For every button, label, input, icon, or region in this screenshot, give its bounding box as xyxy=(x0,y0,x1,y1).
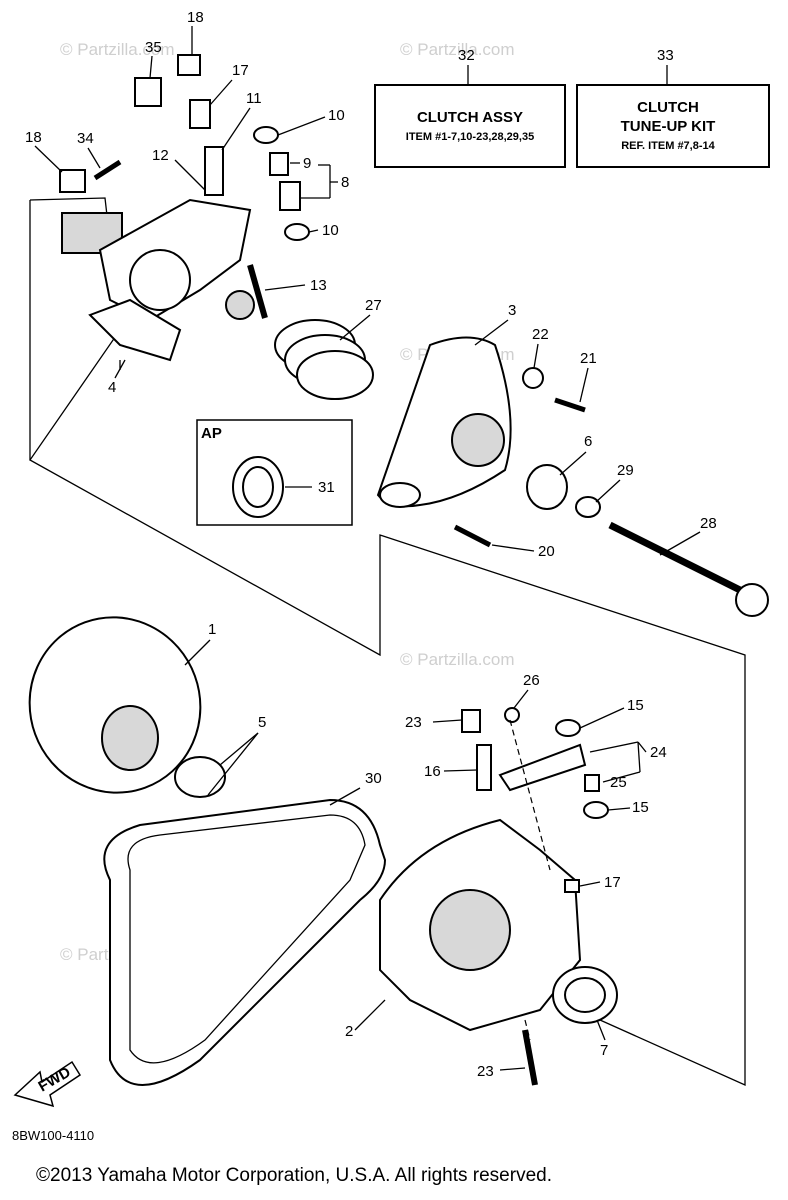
callout-14: 17 xyxy=(232,62,249,79)
fwd-arrow-icon: FWD xyxy=(13,1060,82,1108)
callout-16: 16 xyxy=(424,763,441,780)
callout-25: 25 xyxy=(610,774,627,791)
part-15-lower xyxy=(583,801,609,819)
part-6 xyxy=(526,464,568,510)
callout-34: 34 xyxy=(77,130,94,147)
ap-label: AP xyxy=(201,425,222,442)
part-34 xyxy=(93,159,122,181)
callout-7: 7 xyxy=(600,1042,608,1059)
diagram-code: 8BW100-4110 xyxy=(12,1128,95,1143)
part-20 xyxy=(554,397,586,413)
callout-17: 17 xyxy=(604,874,621,891)
bolt-part-28 xyxy=(608,521,769,617)
part-13 xyxy=(247,264,268,319)
copyright-notice: ©2013 Yamaha Motor Corporation, U.S.A. A… xyxy=(36,1165,552,1186)
tuneup-kit-title-line1: CLUTCH xyxy=(637,99,699,116)
callout-11: 11 xyxy=(246,90,262,107)
callout-15-lower: 15 xyxy=(632,799,649,816)
callout-labels: 18 35 17 11 10 18 34 12 9 8 10 13 27 3 2… xyxy=(25,9,717,1080)
callout-32: 32 xyxy=(458,47,475,64)
part-16 xyxy=(476,744,492,791)
callout-10-lower: 10 xyxy=(322,222,339,239)
part-5 xyxy=(174,756,226,798)
callout-19: 20 xyxy=(538,543,555,560)
tuneup-kit-subtitle: REF. ITEM #7,8-14 xyxy=(621,140,715,152)
callout-13: 13 xyxy=(310,277,327,294)
part-22 xyxy=(522,1029,538,1086)
spring-part-27 xyxy=(274,319,374,400)
watermark: © Partzilla.com xyxy=(400,40,515,59)
callout-18: 18 xyxy=(187,9,204,26)
callout-18-lower: 18 xyxy=(25,129,42,146)
callout-2: 2 xyxy=(345,1023,353,1040)
part-14 xyxy=(189,99,211,129)
part-29 xyxy=(575,496,601,518)
part-23 xyxy=(461,709,481,733)
part-17 xyxy=(564,879,580,893)
part-18-upper xyxy=(177,54,201,76)
part-15-upper xyxy=(555,719,581,737)
callout-24: 24 xyxy=(650,744,667,761)
guide-line xyxy=(524,1019,531,1041)
callout-20: 21 xyxy=(580,350,597,367)
callout-31: 31 xyxy=(318,479,335,496)
part-10-upper xyxy=(253,126,279,144)
bushing-part-7 xyxy=(552,966,618,1024)
callout-5: 5 xyxy=(258,714,266,731)
callout-35: 35 xyxy=(145,39,162,56)
watermark: © Partzilla.com xyxy=(60,40,175,59)
callout-21: 22 xyxy=(532,326,549,343)
part-11 xyxy=(204,146,224,196)
watermark: © Partzilla.com xyxy=(400,650,515,669)
part-19 xyxy=(453,524,492,548)
tuneup-kit-title-line2: TUNE-UP KIT xyxy=(621,118,716,135)
part-26 xyxy=(504,707,520,723)
part-10-lower xyxy=(284,223,310,241)
callout-12: 12 xyxy=(152,147,169,164)
part-24 xyxy=(498,743,587,792)
part-21 xyxy=(522,367,544,389)
clutch-assy-box: 32 CLUTCH ASSY ITEM #1-7,10-23,28,29,35 xyxy=(374,47,566,168)
cover-part-3 xyxy=(376,336,512,508)
clutch-assy-subtitle: ITEM #1-7,10-23,28,29,35 xyxy=(406,131,534,143)
spider-part-4 xyxy=(61,198,255,370)
part-8 xyxy=(279,181,301,211)
sheave-part-1 xyxy=(28,616,202,794)
part-9 xyxy=(269,152,289,176)
callout-26: 26 xyxy=(523,672,540,689)
tuneup-kit-box: 33 CLUTCH TUNE-UP KIT REF. ITEM #7,8-14 xyxy=(576,47,770,168)
callout-3: 3 xyxy=(508,302,516,319)
callout-22: 23 xyxy=(477,1063,494,1080)
callout-6: 6 xyxy=(584,433,592,450)
callout-23: 23 xyxy=(405,714,422,731)
clutch-assy-title: CLUTCH ASSY xyxy=(417,109,523,126)
callout-9: 9 xyxy=(303,155,311,172)
callout-29: 29 xyxy=(617,462,634,479)
callout-28: 28 xyxy=(700,515,717,532)
callout-30: 30 xyxy=(365,770,382,787)
callout-27: 27 xyxy=(365,297,382,314)
callout-15: 15 xyxy=(627,697,644,714)
ap-box: AP xyxy=(196,419,353,526)
housing-part-2 xyxy=(379,818,582,1032)
callout-8: 8 xyxy=(341,174,349,191)
guide-line xyxy=(509,719,551,871)
part-35 xyxy=(134,77,162,107)
callout-1: 1 xyxy=(208,621,216,638)
callout-4: 4 xyxy=(108,379,116,396)
callout-33: 33 xyxy=(657,47,674,64)
part-18-lower xyxy=(59,169,86,193)
part-25 xyxy=(584,774,600,792)
belt-part-30 xyxy=(103,798,387,1086)
callout-10: 10 xyxy=(328,107,345,124)
